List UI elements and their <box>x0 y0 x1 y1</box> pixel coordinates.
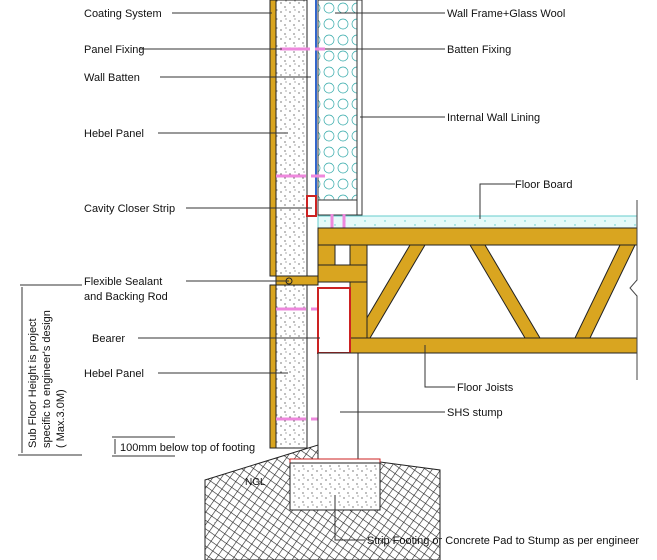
leader-lines <box>18 12 515 541</box>
subfloor-height-note: Sub Floor Height is project specific to … <box>27 310 67 448</box>
label-wall-frame: Wall Frame+Glass Wool <box>447 8 565 20</box>
subfloor-note-1: Sub Floor Height is project <box>27 318 39 448</box>
label-wall-batten: Wall Batten <box>84 72 140 84</box>
label-floor-joists: Floor Joists <box>457 382 514 394</box>
label-internal-lining: Internal Wall Lining <box>447 112 540 124</box>
label-bearer: Bearer <box>92 333 125 345</box>
label-footing-depth: 100mm below top of footing <box>120 442 255 454</box>
label-shs-stump: SHS stump <box>447 407 503 419</box>
label-sealant-2: and Backing Rod <box>84 291 168 303</box>
hebel-panel-upper <box>275 0 308 277</box>
label-coating-system: Coating System <box>84 8 162 20</box>
label-sealant-1: Flexible Sealant <box>84 276 162 288</box>
floor-board <box>317 215 638 229</box>
subfloor-note-3: ( Max.3.0M) <box>55 389 67 448</box>
label-hebel-panel-lower: Hebel Panel <box>84 368 144 380</box>
shs-stump <box>317 352 359 464</box>
coating-system <box>269 0 277 277</box>
wall-bottom-plate <box>317 199 358 216</box>
bearer <box>317 287 351 354</box>
break-line <box>629 200 638 380</box>
label-cavity-closer: Cavity Closer Strip <box>84 203 175 215</box>
internal-wall-lining <box>356 0 363 216</box>
label-floor-board: Floor Board <box>515 179 572 191</box>
label-batten-fixing: Batten Fixing <box>447 44 511 56</box>
label-strip-footing: Strip Footing or Concrete Pad to Stump a… <box>367 535 639 547</box>
stump-base-plate <box>289 458 381 464</box>
label-ngl: NGL <box>245 477 266 488</box>
coating-system-lower <box>269 284 277 449</box>
label-hebel-panel-upper: Hebel Panel <box>84 128 144 140</box>
cavity-closer-strip <box>306 195 317 217</box>
hebel-panel-lower <box>275 284 308 449</box>
subfloor-note-2: specific to engineer's design <box>41 310 53 448</box>
label-panel-fixing: Panel Fixing <box>84 44 145 56</box>
floor-joist-truss <box>317 227 638 354</box>
wall-frame-glass-wool <box>317 0 358 201</box>
